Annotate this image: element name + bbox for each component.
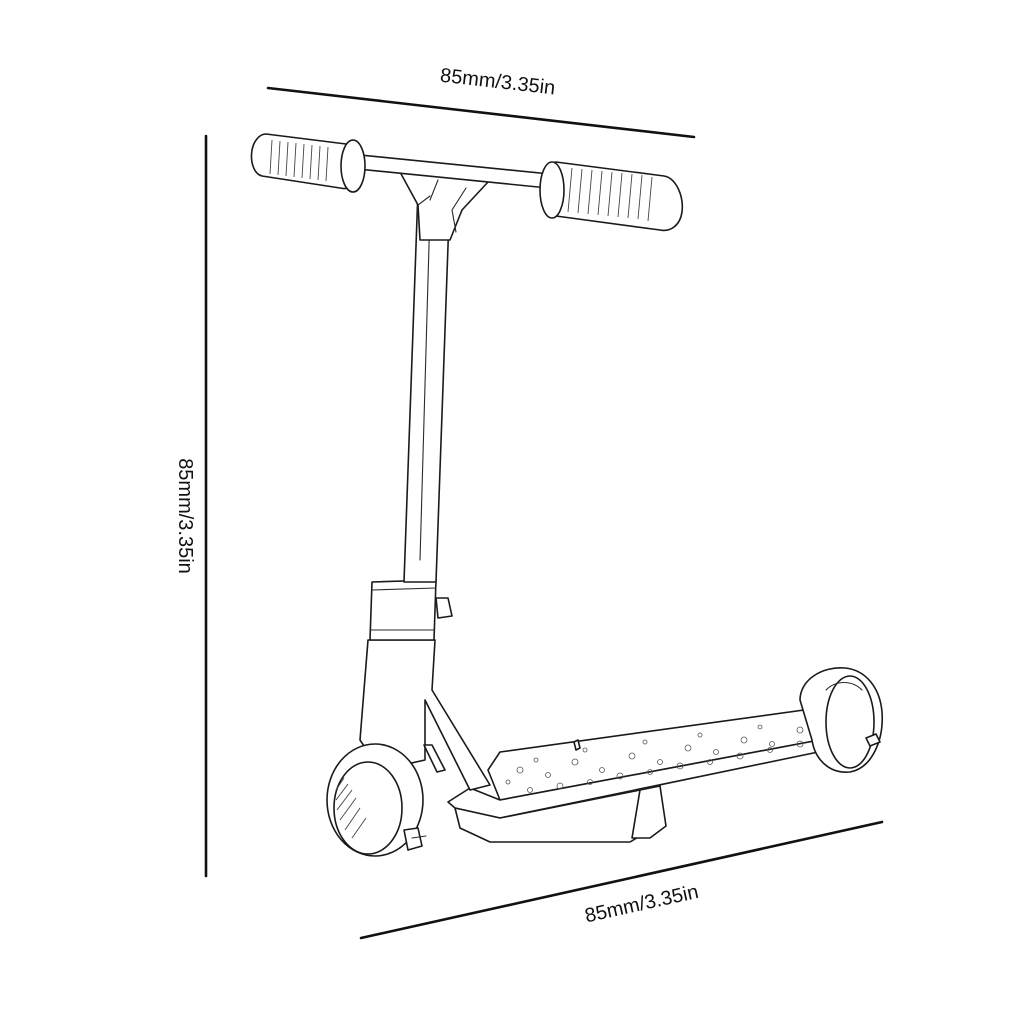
right-grip [539, 161, 684, 232]
steering-stem [403, 189, 451, 583]
top-dimension-label: 85mm/3.35in [439, 65, 556, 100]
front-wheel [326, 743, 427, 857]
bottom-dimension-label: 85mm/3.35in [583, 881, 701, 928]
t-bar-junction [399, 171, 489, 241]
left-dimension-label: 85mm/3.35in [174, 458, 196, 574]
deck [447, 704, 853, 843]
top-dimension-line [266, 86, 696, 139]
rear-wheel [799, 667, 883, 773]
bottom-dimension-line [359, 820, 884, 940]
left-grip [250, 133, 366, 193]
scooter-illustration [250, 133, 883, 857]
